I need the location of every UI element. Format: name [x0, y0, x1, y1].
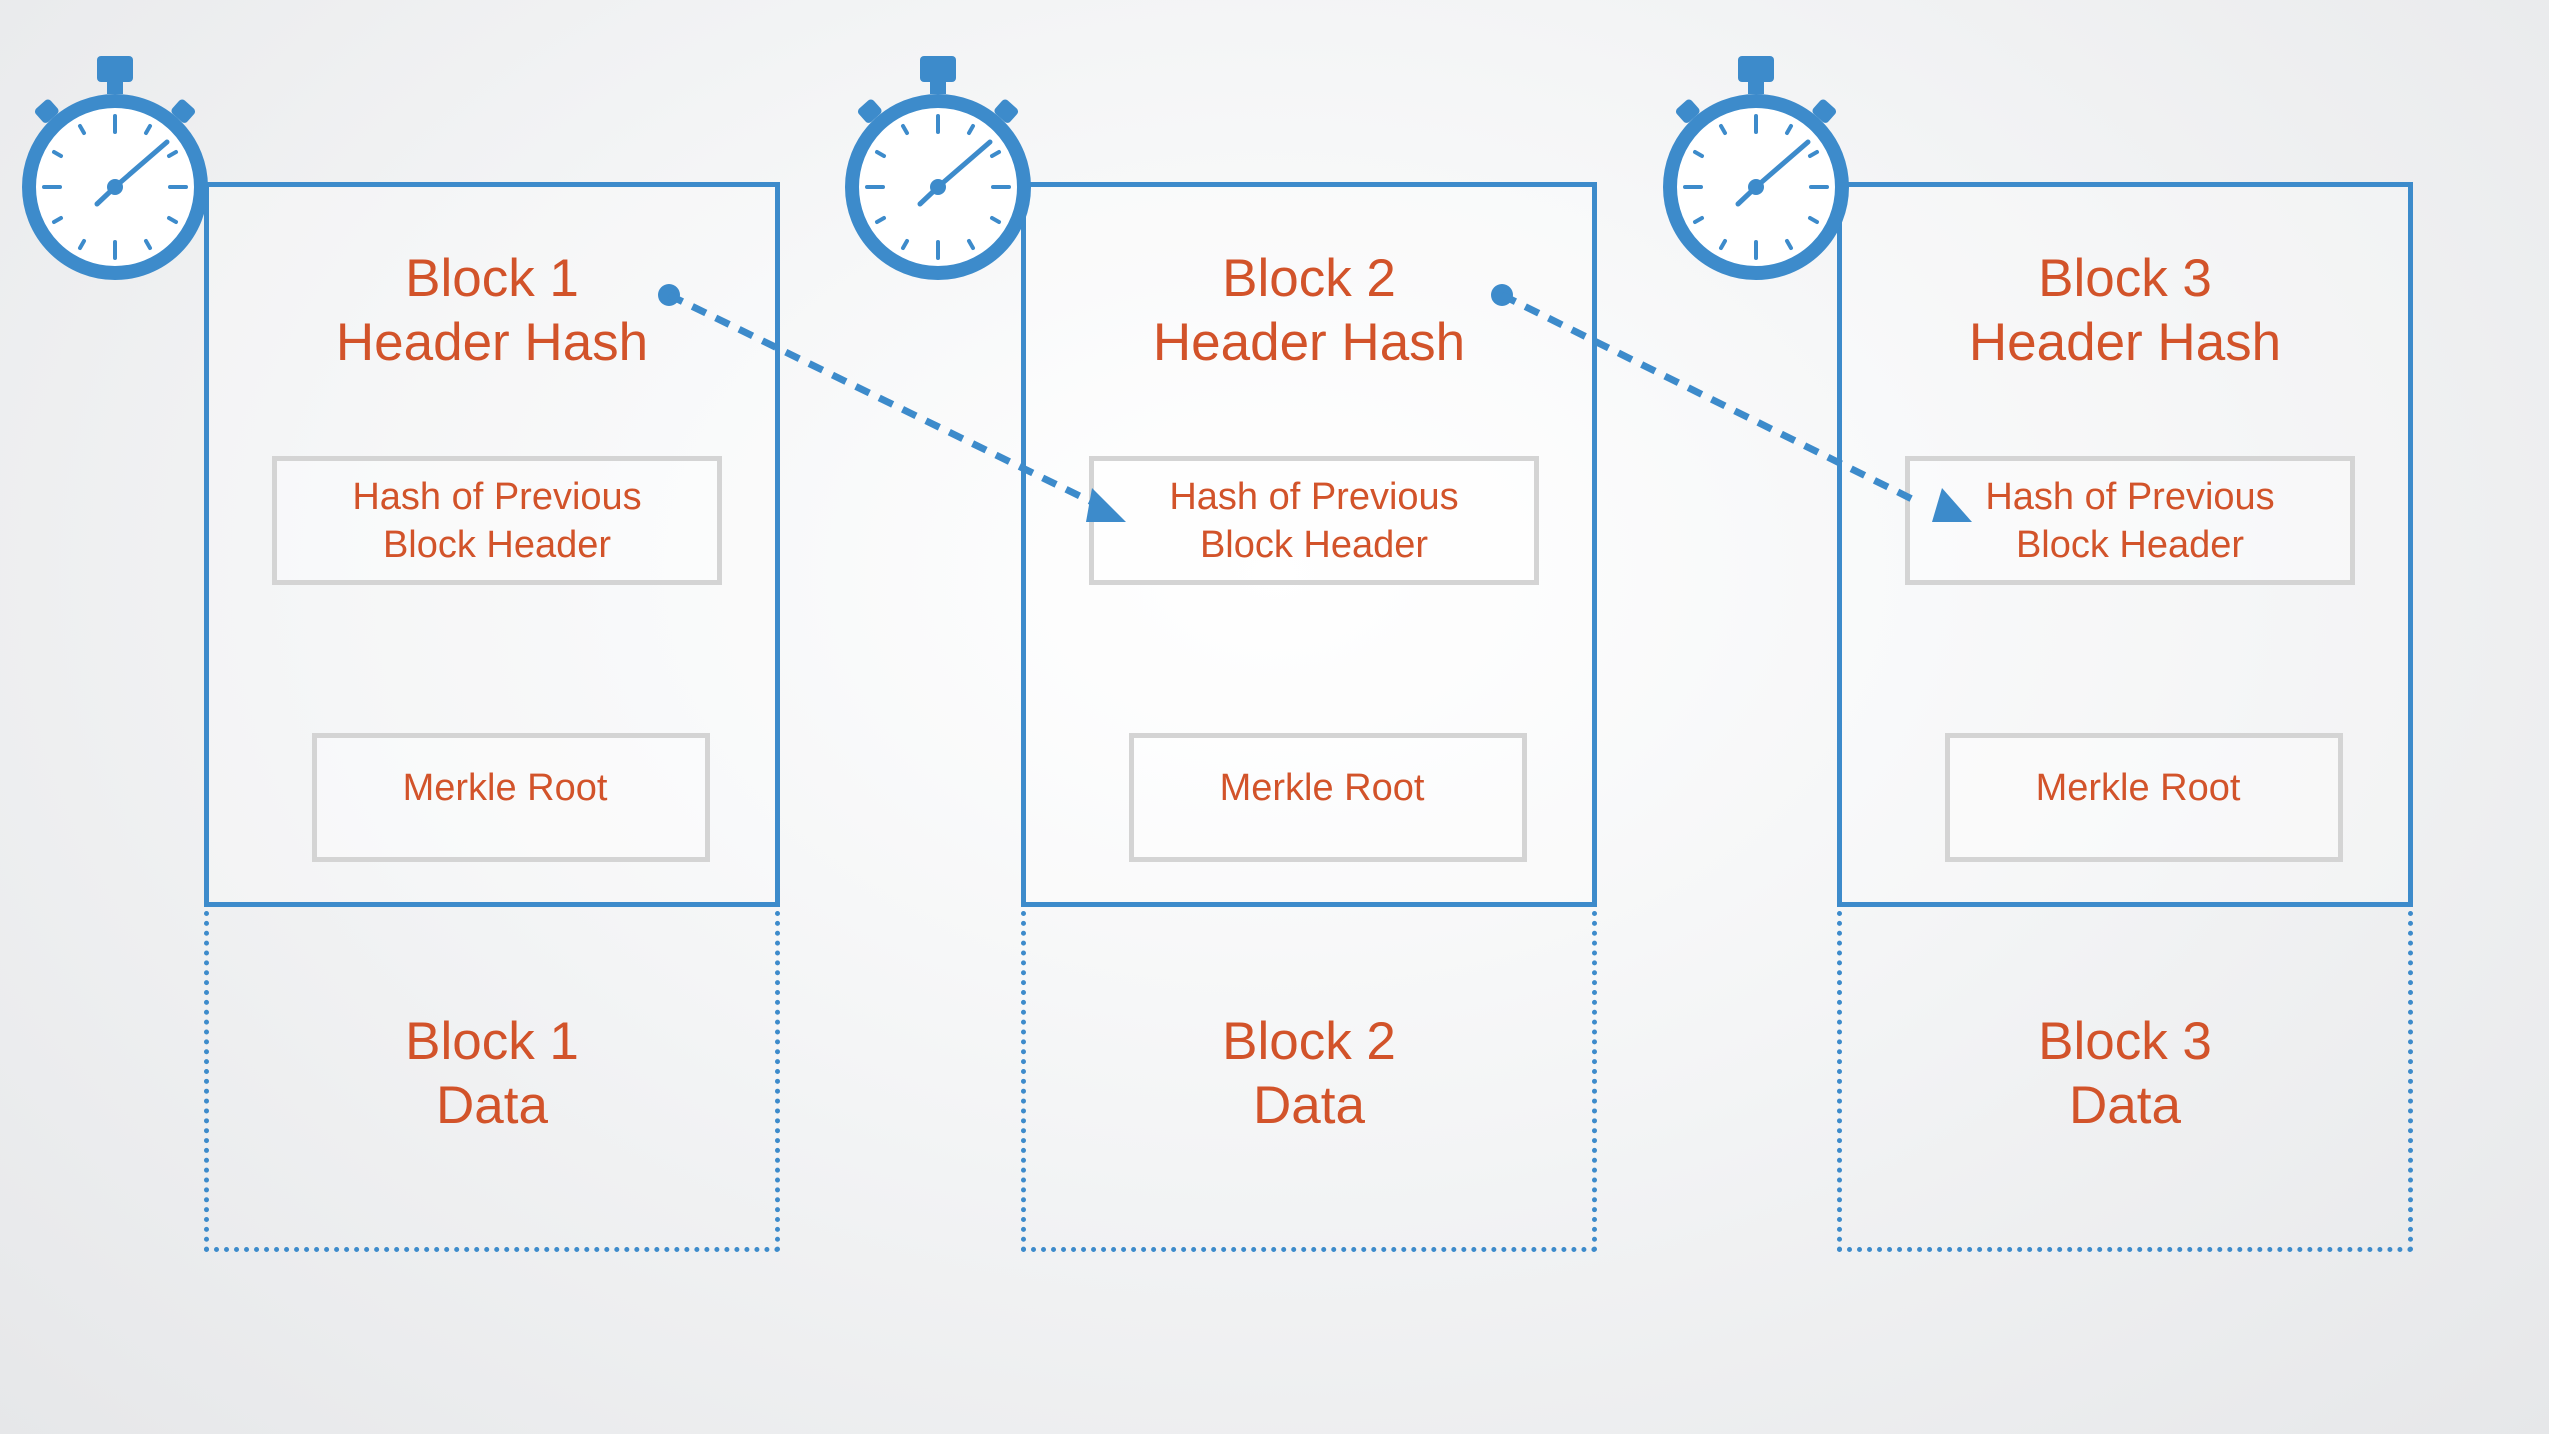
block-2-data-title: Block 2 Data [1222, 1012, 1396, 1135]
stopwatch-icon [845, 56, 1031, 280]
block-2-merkle-root-box: Merkle Root [1129, 733, 1527, 862]
stopwatch-icon [1663, 56, 1849, 280]
block-1-data: Block 1 Data [204, 911, 780, 1252]
block-2-data: Block 2 Data [1021, 911, 1597, 1252]
block-3-header: Block 3 Header Hash Hash of Previous Blo… [1837, 182, 2413, 907]
block-2-prev-hash-box: Hash of Previous Block Header [1089, 456, 1539, 585]
block-1-merkle-root-box: Merkle Root [312, 733, 710, 862]
block-3-prev-hash-box: Hash of Previous Block Header [1905, 456, 2355, 585]
block-3-merkle-root-box: Merkle Root [1945, 733, 2343, 862]
block-2-header-hash-title: Block 2 Header Hash [1152, 249, 1466, 372]
block-1-header: Block 1 Header Hash Hash of Previous Blo… [204, 182, 780, 907]
block-3-data-title: Block 3 Data [2038, 1012, 2212, 1135]
stopwatch-icon [22, 56, 208, 280]
block-2-header: Block 2 Header Hash Hash of Previous Blo… [1021, 182, 1597, 907]
block-1-header-hash-title: Block 1 Header Hash [335, 249, 649, 372]
block-1-data-title: Block 1 Data [405, 1012, 579, 1135]
block-1-prev-hash-box: Hash of Previous Block Header [272, 456, 722, 585]
block-3-header-hash-title: Block 3 Header Hash [1968, 249, 2282, 372]
block-3-data: Block 3 Data [1837, 911, 2413, 1252]
